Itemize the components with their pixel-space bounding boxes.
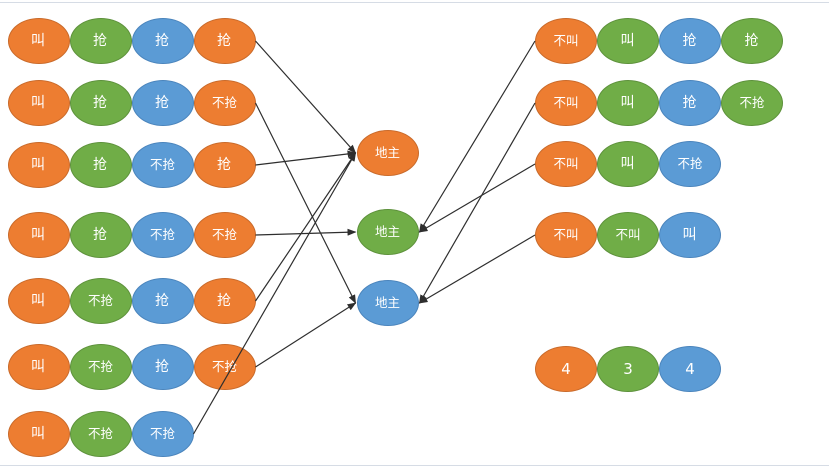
- node-label: 不叫: [553, 32, 579, 48]
- node-label: 叫: [31, 227, 46, 243]
- node-R3-2[interactable]: 叫: [597, 141, 659, 187]
- node-label: 不抢: [87, 292, 113, 308]
- node-L1-2[interactable]: 抢: [69, 18, 132, 64]
- node-label: 不叫: [615, 226, 641, 242]
- count-node-1[interactable]: 4: [535, 346, 597, 392]
- node-L3-1[interactable]: 叫: [7, 142, 70, 188]
- node-label: 不抢: [211, 226, 237, 242]
- node-R1-1[interactable]: 不叫: [535, 18, 597, 64]
- node-label: 抢: [93, 95, 108, 111]
- node-label: 抢: [744, 33, 760, 49]
- node-label: 抢: [155, 293, 170, 309]
- node-label: 抢: [93, 157, 108, 173]
- node-label: 叫: [31, 293, 46, 309]
- node-L4-4[interactable]: 不抢: [193, 212, 256, 258]
- bottom-border-line: [0, 465, 829, 466]
- node-L4-2[interactable]: 抢: [69, 212, 132, 258]
- node-label: 抢: [155, 95, 170, 111]
- node-L6-1[interactable]: 叫: [7, 344, 70, 390]
- node-label: 不抢: [87, 425, 113, 441]
- node-label: 抢: [93, 33, 108, 49]
- landlord-node-M1[interactable]: 地主: [356, 130, 419, 176]
- node-L5-1[interactable]: 叫: [7, 278, 70, 324]
- node-R1-4[interactable]: 抢: [721, 18, 783, 64]
- node-label: 不抢: [211, 358, 237, 374]
- node-label: 不叫: [553, 155, 579, 171]
- node-R2-1[interactable]: 不叫: [535, 80, 597, 126]
- node-label: 不叫: [553, 94, 579, 110]
- node-label: 不抢: [87, 358, 113, 374]
- node-label: 叫: [620, 95, 636, 111]
- node-label: 4: [561, 359, 571, 378]
- node-label: 不抢: [739, 94, 765, 110]
- node-label: 抢: [155, 33, 170, 49]
- node-L1-1[interactable]: 叫: [7, 18, 70, 64]
- node-label: 抢: [93, 227, 108, 243]
- node-L3-3[interactable]: 不抢: [131, 142, 194, 188]
- node-label: 叫: [620, 156, 636, 172]
- node-label: 叫: [682, 227, 698, 243]
- node-label: 不抢: [149, 425, 175, 441]
- node-L7-3[interactable]: 不抢: [131, 411, 194, 457]
- node-L3-4[interactable]: 抢: [193, 142, 256, 188]
- node-L5-3[interactable]: 抢: [131, 278, 194, 324]
- node-label: 4: [685, 359, 695, 378]
- node-label: 地主: [374, 144, 400, 160]
- node-label: 抢: [217, 293, 232, 309]
- node-label: 地主: [374, 294, 400, 310]
- node-R1-2[interactable]: 叫: [597, 18, 659, 64]
- landlord-node-M3[interactable]: 地主: [356, 280, 419, 326]
- node-label: 地主: [374, 223, 400, 239]
- node-label: 叫: [31, 359, 46, 375]
- node-R4-1[interactable]: 不叫: [535, 212, 597, 258]
- node-L2-4[interactable]: 不抢: [193, 80, 256, 126]
- node-L1-4[interactable]: 抢: [193, 18, 256, 64]
- landlord-node-M2[interactable]: 地主: [356, 209, 419, 255]
- node-label: 叫: [31, 157, 46, 173]
- node-L7-2[interactable]: 不抢: [69, 411, 132, 457]
- node-L7-1[interactable]: 叫: [7, 411, 70, 457]
- node-R2-4[interactable]: 不抢: [721, 80, 783, 126]
- count-node-2[interactable]: 3: [597, 346, 659, 392]
- top-border-line: [0, 2, 829, 3]
- node-L1-3[interactable]: 抢: [131, 18, 194, 64]
- node-label: 叫: [31, 426, 46, 442]
- node-R2-3[interactable]: 抢: [659, 80, 721, 126]
- node-label: 叫: [620, 33, 636, 49]
- node-L3-2[interactable]: 抢: [69, 142, 132, 188]
- node-label: 叫: [31, 33, 46, 49]
- node-label: 不抢: [677, 155, 703, 171]
- node-L2-1[interactable]: 叫: [7, 80, 70, 126]
- node-label: 不叫: [553, 226, 579, 242]
- node-label: 抢: [155, 359, 170, 375]
- node-R3-1[interactable]: 不叫: [535, 141, 597, 187]
- node-label: 抢: [682, 95, 698, 111]
- node-label: 3: [623, 359, 633, 378]
- node-L4-3[interactable]: 不抢: [131, 212, 194, 258]
- node-label: 不抢: [211, 94, 237, 110]
- node-L6-2[interactable]: 不抢: [69, 344, 132, 390]
- node-L6-3[interactable]: 抢: [131, 344, 194, 390]
- node-R4-2[interactable]: 不叫: [597, 212, 659, 258]
- node-label: 抢: [682, 33, 698, 49]
- node-L2-2[interactable]: 抢: [69, 80, 132, 126]
- node-L5-2[interactable]: 不抢: [69, 278, 132, 324]
- node-L6-4[interactable]: 不抢: [193, 344, 256, 390]
- node-R1-3[interactable]: 抢: [659, 18, 721, 64]
- count-node-3[interactable]: 4: [659, 346, 721, 392]
- node-L4-1[interactable]: 叫: [7, 212, 70, 258]
- node-R3-3[interactable]: 不抢: [659, 141, 721, 187]
- node-L5-4[interactable]: 抢: [193, 278, 256, 324]
- node-label: 抢: [217, 157, 232, 173]
- node-R2-2[interactable]: 叫: [597, 80, 659, 126]
- node-label: 不抢: [149, 226, 175, 242]
- node-label: 抢: [217, 33, 232, 49]
- node-label: 叫: [31, 95, 46, 111]
- node-R4-3[interactable]: 叫: [659, 212, 721, 258]
- node-L2-3[interactable]: 抢: [131, 80, 194, 126]
- node-label: 不抢: [149, 156, 175, 172]
